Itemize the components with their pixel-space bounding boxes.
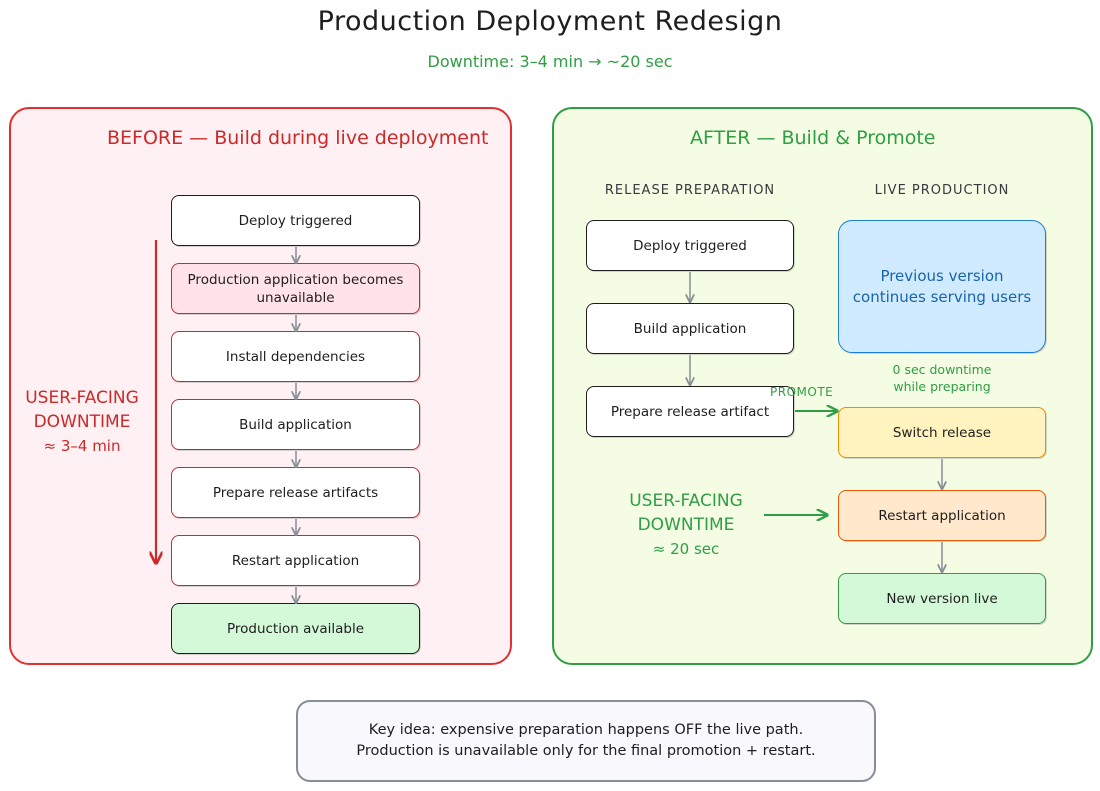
before-step-deploy-triggered: Deploy triggered: [171, 195, 420, 246]
after-step-switch-release: Switch release: [838, 407, 1046, 458]
key-idea-box: Key idea: expensive preparation happens …: [296, 700, 876, 782]
release-preparation-heading: RELEASE PREPARATION: [604, 183, 776, 198]
page-title: Production Deployment Redesign: [317, 6, 783, 37]
key-idea-line-1: Key idea: expensive preparation happens …: [368, 722, 804, 738]
before-step-restart-application: Restart application: [171, 535, 420, 586]
after-step-restart-application: Restart application: [838, 490, 1046, 541]
before-step-unavailable: Production application becomes unavailab…: [171, 263, 420, 314]
after-step-prepare-artifact: Prepare release artifact: [586, 386, 794, 437]
zero-downtime-note: 0 sec downtime while preparing: [892, 362, 992, 394]
after-step-new-version-live: New version live: [838, 573, 1046, 624]
after-panel-title: AFTER — Build & Promote: [690, 127, 936, 149]
downtime-summary: Downtime: 3–4 min → ~20 sec: [427, 52, 673, 71]
after-step-build-application: Build application: [586, 303, 794, 354]
after-step-deploy-triggered: Deploy triggered: [586, 220, 794, 271]
before-step-production-available: Production available: [171, 603, 420, 654]
promote-label: PROMOTE: [770, 385, 834, 399]
live-production-heading: LIVE PRODUCTION: [874, 183, 1010, 198]
after-downtime-label: USER-FACING DOWNTIME ≈ 20 sec: [629, 491, 743, 558]
previous-version-serving: Previous version continues serving users: [838, 220, 1046, 353]
before-panel-title: BEFORE — Build during live deployment: [107, 127, 489, 149]
key-idea-line-2: Production is unavailable only for the f…: [356, 743, 816, 759]
before-step-prepare-artifacts: Prepare release artifacts: [171, 467, 420, 518]
before-step-install-dependencies: Install dependencies: [171, 331, 420, 382]
before-downtime-label: USER-FACING DOWNTIME ≈ 3–4 min: [25, 388, 139, 455]
